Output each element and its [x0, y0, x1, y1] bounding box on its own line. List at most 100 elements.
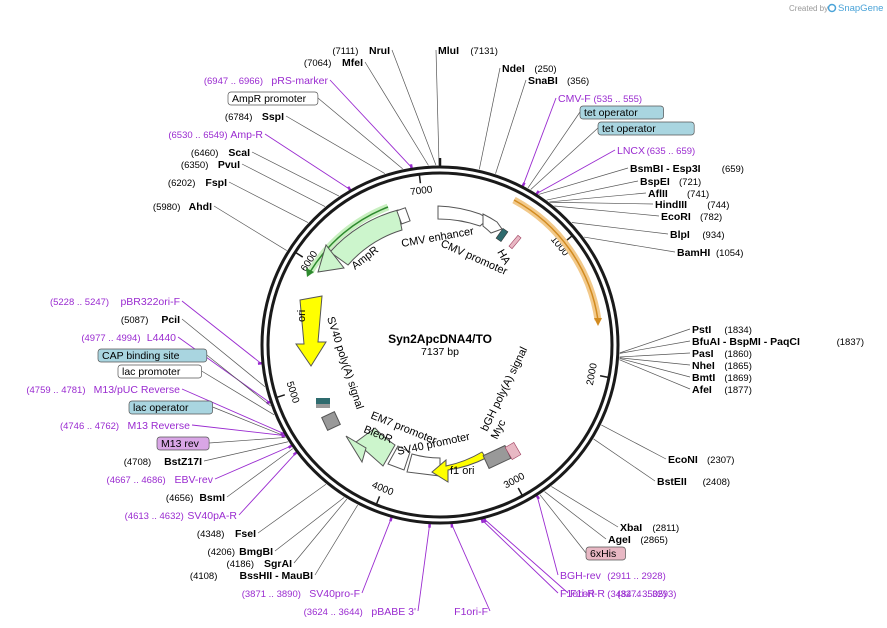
site-name-39: BsmBI - Esp3I	[630, 163, 701, 175]
site-name-50: BmtI	[692, 372, 715, 384]
site-name-40: BspEI	[640, 176, 670, 188]
leader-0	[435, 49, 440, 166]
leader-23	[238, 452, 297, 516]
leader-55	[544, 491, 607, 540]
leader-25	[274, 497, 345, 552]
leader-2	[364, 61, 429, 166]
site-pos-42: (744)	[707, 200, 729, 211]
site-name-28: SV40pro-F	[309, 588, 360, 600]
site-name-54: XbaI	[620, 522, 642, 534]
leader-49	[619, 357, 691, 366]
feature-tag-label-37: tet operator	[602, 123, 656, 135]
site-pos-29: (3624 .. 3644)	[304, 607, 363, 618]
site-name-46: PstI	[692, 324, 711, 336]
site-name-18: M13 Reverse	[128, 420, 191, 432]
leader-28	[361, 518, 392, 594]
ampr-arc-arrowhead	[306, 268, 314, 277]
site-pos-12: (5087)	[121, 315, 148, 326]
site-pos-52: (2307)	[707, 455, 734, 466]
site-name-49: NheI	[692, 360, 715, 372]
leader-24	[257, 483, 327, 534]
site-name-22: BsmI	[199, 492, 225, 504]
site-pos-27: (4108)	[190, 571, 217, 582]
tick-2	[517, 487, 524, 497]
leader-4	[317, 97, 403, 170]
label-f1-ori: f1 ori	[450, 465, 474, 477]
leader-52	[601, 424, 667, 460]
leader-50	[619, 358, 691, 378]
ampr-arrowhead	[317, 243, 345, 273]
feature-tag-label-14: CAP binding site	[102, 350, 180, 362]
site-name-34: SnaBI	[528, 75, 558, 87]
tick-label-3: 4000	[370, 480, 395, 499]
lac-elements-box	[316, 398, 330, 404]
site-name-2: MfeI	[342, 57, 363, 69]
site-name-53: BstEII	[657, 476, 687, 488]
site-pos-41: (741)	[687, 189, 709, 200]
leader-53	[593, 438, 656, 482]
leader-18	[191, 424, 285, 436]
site-pos-6: (6530 .. 6549)	[168, 130, 227, 141]
site-name-45: BamHI	[677, 247, 710, 259]
site-pos-35: (535 .. 555)	[594, 94, 643, 105]
leader-34	[495, 79, 527, 174]
feature-tag-label-4: AmpR promoter	[232, 93, 307, 105]
site-name-9: FspI	[205, 177, 227, 189]
leader-40	[546, 180, 639, 201]
site-name-11: pBR322ori-F	[120, 296, 180, 308]
site-name-55: AgeI	[608, 534, 631, 546]
site-name-16: M13/pUC Reverse	[94, 384, 181, 396]
leader-48	[619, 352, 691, 358]
site-pos-31: (3484 .. 3505)	[607, 589, 666, 600]
leader-21	[214, 445, 292, 480]
label-sv40-polya: SV40 poly(A) signal	[324, 315, 365, 411]
leader-31	[481, 519, 559, 594]
site-pos-5: (6784)	[225, 112, 252, 123]
site-name-23: SV40pA-R	[187, 510, 237, 522]
site-name-42: HindIII	[655, 199, 687, 211]
tick-1	[599, 375, 610, 379]
leader-12	[181, 318, 266, 388]
leader-11	[181, 300, 262, 364]
leader-37	[530, 127, 599, 190]
site-pos-28: (3871 .. 3890)	[242, 589, 301, 600]
feature-tag-label-15: lac promoter	[122, 366, 181, 378]
site-name-0: MluI	[438, 45, 459, 57]
feature-tag-17	[128, 400, 213, 415]
leader-5	[285, 115, 386, 174]
credit-brand: SnapGene	[838, 3, 883, 14]
leader-38	[536, 149, 616, 194]
leader-9	[228, 181, 309, 223]
feature-tag-label-19: M13 rev	[161, 438, 200, 450]
label-bgh-polya: bGH poly(A) signal	[479, 345, 530, 433]
bleor-arrowhead	[345, 435, 367, 464]
leader-42	[549, 201, 654, 205]
site-pos-26: (4186)	[227, 559, 254, 570]
site-pos-47: (1837)	[837, 337, 864, 348]
site-pos-10: (5980)	[153, 202, 180, 213]
site-name-6: Amp-R	[230, 129, 263, 141]
site-pos-18: (4746 .. 4762)	[60, 421, 119, 432]
site-pos-48: (1860)	[724, 349, 751, 360]
leader-19	[209, 437, 286, 444]
site-pos-45: (1054)	[716, 248, 743, 259]
backbone-inner	[266, 171, 614, 519]
feature-tag-36	[579, 105, 664, 120]
ampr-arc-line	[309, 206, 389, 273]
site-name-33: NdeI	[502, 63, 525, 75]
leader-14	[206, 354, 271, 407]
site-name-47: BfuAI - BspMI - PaqCI	[692, 336, 800, 348]
leader-47	[619, 340, 691, 354]
leader-44	[571, 222, 669, 235]
site-pos-55: (2865)	[640, 535, 667, 546]
site-pos-9: (6202)	[168, 178, 195, 189]
leader-7	[251, 151, 340, 197]
site-pos-57: (2911 .. 2928)	[607, 571, 665, 582]
feature-tag-label-56: 6xHis	[590, 548, 616, 560]
leader-56	[539, 494, 587, 554]
ha-tag-box	[508, 234, 522, 250]
site-name-44: BlpI	[670, 229, 690, 241]
leader-3	[329, 79, 412, 168]
feature-tag-label-17: lac operator	[133, 402, 189, 414]
tick-label-6: 7000	[410, 184, 434, 198]
